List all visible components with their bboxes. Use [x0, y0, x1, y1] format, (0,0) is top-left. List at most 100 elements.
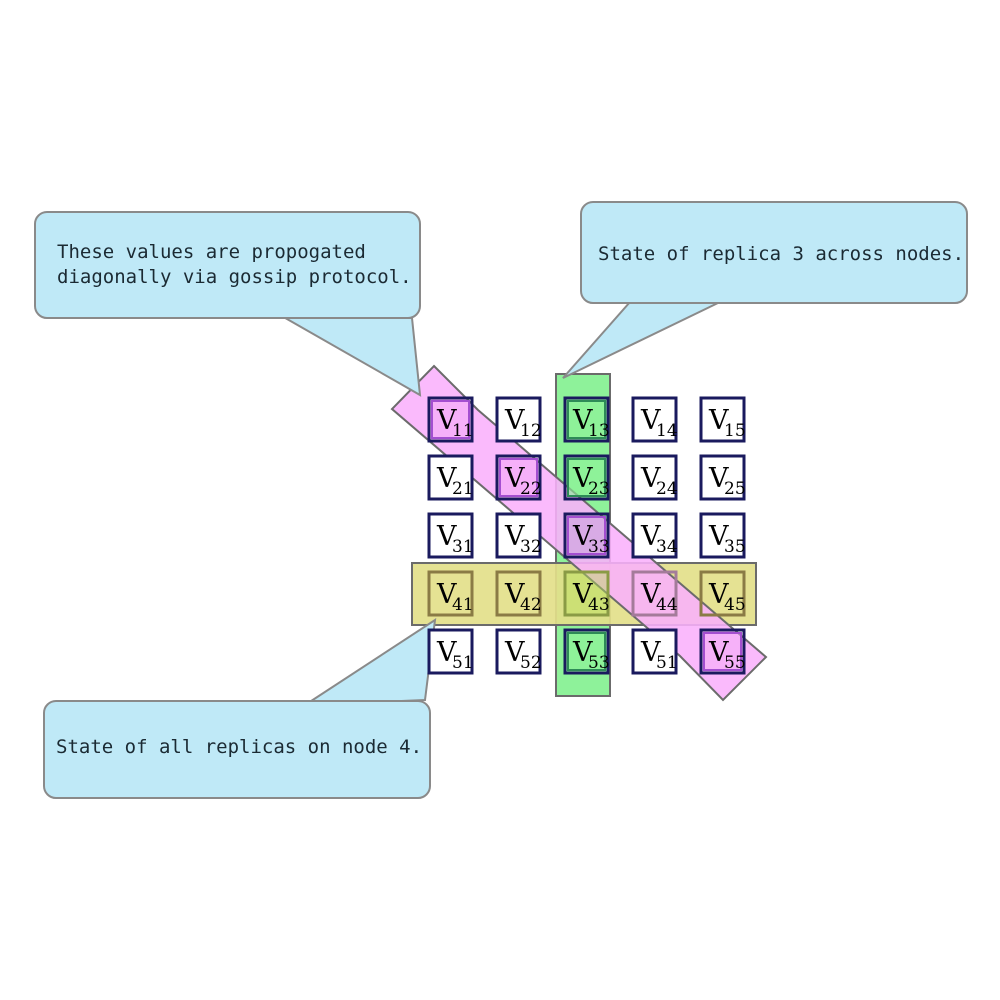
cell-symbol: V — [640, 405, 661, 436]
cell-v22[interactable]: V 22 — [495, 454, 542, 501]
cell-v14[interactable]: V 14 — [631, 396, 678, 443]
cell-subscript: 51 — [452, 653, 474, 673]
node-callout-line1: State of all replicas on node 4. — [56, 736, 422, 758]
cell-symbol: V — [436, 521, 457, 552]
cell-subscript: 53 — [588, 653, 610, 673]
cell-v42[interactable]: V 42 — [495, 570, 542, 617]
cell-v52[interactable]: V 52 — [495, 628, 542, 675]
cell-subscript: 13 — [588, 421, 610, 441]
cell-subscript: 32 — [520, 537, 542, 557]
cell-v43[interactable]: V 43 — [563, 570, 610, 617]
cell-subscript: 22 — [520, 479, 542, 499]
cell-subscript: 11 — [452, 421, 474, 441]
cell-symbol: V — [436, 579, 457, 610]
gossip-callout[interactable]: These values are propogated diagonally v… — [34, 211, 421, 319]
replica-grid: V 11 V 12 V 13 V 14 — [427, 396, 746, 675]
cell-v44[interactable]: V 44 — [631, 570, 678, 617]
grid-row: V 51 V 52 V 53 V 51 — [427, 628, 746, 675]
cell-v34[interactable]: V 34 — [631, 512, 678, 559]
cell-highlight-diagonal — [703, 632, 742, 671]
gossip-callout-line2: diagonally via gossip protocol. — [57, 266, 412, 288]
cell-v53[interactable]: V 53 — [563, 628, 610, 675]
node-callout-box — [43, 700, 431, 799]
cell-highlight-diagonal — [431, 400, 470, 439]
cell-symbol: V — [436, 405, 457, 436]
cell-subscript: 44 — [656, 595, 678, 615]
node-callout-tail — [301, 617, 437, 707]
cell-v24[interactable]: V 24 — [631, 454, 678, 501]
cell-symbol: V — [708, 579, 729, 610]
gossip-callout-tail — [279, 314, 422, 397]
cell-v21[interactable]: V 21 — [427, 454, 474, 501]
cell-symbol: V — [504, 521, 525, 552]
gossip-callout-line1: These values are propogated — [57, 241, 366, 263]
grid-row: V 21 V 22 V 23 V 24 — [427, 454, 746, 501]
cell-highlight-column — [567, 400, 606, 439]
cell-subscript: 42 — [520, 595, 542, 615]
cell-symbol: V — [572, 405, 593, 436]
cell-highlight-column — [567, 632, 606, 671]
cell-symbol: V — [708, 521, 729, 552]
cell-subscript: 15 — [724, 421, 746, 441]
gossip-callout-box — [34, 211, 421, 319]
replica-callout-box — [580, 201, 968, 304]
cell-subscript: 21 — [452, 479, 474, 499]
grid-row: V 41 V 42 V 43 V 44 — [427, 570, 746, 617]
cell-v32[interactable]: V 32 — [495, 512, 542, 559]
cell-v45[interactable]: V 45 — [699, 570, 746, 617]
cell-subscript: 55 — [724, 653, 746, 673]
cell-v23[interactable]: V 23 — [563, 454, 610, 501]
cell-symbol: V — [640, 637, 661, 668]
cell-highlight-diagonal — [631, 570, 678, 617]
cell-subscript: 35 — [724, 537, 746, 557]
cell-v25[interactable]: V 25 — [699, 454, 746, 501]
cell-v15[interactable]: V 15 — [699, 396, 746, 443]
cell-symbol: V — [504, 463, 525, 494]
cell-symbol: V — [640, 521, 661, 552]
cell-subscript: 45 — [724, 595, 746, 615]
replica-callout-line1: State of replica 3 across nodes. — [598, 243, 964, 265]
replica-callout-tail — [562, 301, 721, 379]
cell-symbol: V — [436, 463, 457, 494]
cell-symbol: V — [640, 463, 661, 494]
cell-subscript: 33 — [588, 537, 610, 557]
cell-v12[interactable]: V 12 — [495, 396, 542, 443]
replica-callout[interactable]: State of replica 3 across nodes. — [580, 201, 968, 304]
cell-symbol: V — [572, 521, 593, 552]
cell-symbol: V — [708, 405, 729, 436]
cell-v33[interactable]: V 33 — [563, 512, 610, 559]
grid-row: V 31 V 32 V 33 V 34 — [427, 512, 746, 559]
cell-subscript: 34 — [656, 537, 678, 557]
cell-subscript: 52 — [520, 653, 542, 673]
cell-subscript: 12 — [520, 421, 542, 441]
cell-v54[interactable]: V 51 — [631, 628, 678, 675]
cell-v35[interactable]: V 35 — [699, 512, 746, 559]
cell-highlight-diagonal — [567, 516, 606, 555]
callout-tails — [279, 301, 721, 707]
cell-v31[interactable]: V 31 — [427, 512, 474, 559]
cell-v55[interactable]: V 55 — [699, 628, 746, 675]
cell-subscript: 23 — [588, 479, 610, 499]
cell-v51[interactable]: V 51 — [427, 628, 474, 675]
cell-symbol: V — [708, 637, 729, 668]
cell-symbol: V — [436, 637, 457, 668]
cell-symbol: V — [572, 637, 593, 668]
node-callout[interactable]: State of all replicas on node 4. — [43, 700, 431, 799]
cell-symbol: V — [572, 579, 593, 610]
cell-symbol: V — [504, 637, 525, 668]
cell-symbol: V — [708, 463, 729, 494]
cell-subscript: 51 — [656, 653, 678, 673]
cell-symbol: V — [572, 463, 593, 494]
cell-subscript: 43 — [588, 595, 610, 615]
cell-highlight-diagonal — [499, 458, 538, 497]
cell-v13[interactable]: V 13 — [563, 396, 610, 443]
cell-subscript: 14 — [656, 421, 678, 441]
cell-symbol: V — [640, 579, 661, 610]
cell-highlight-column — [567, 458, 606, 497]
cell-v11[interactable]: V 11 — [427, 396, 474, 443]
grid-row: V 11 V 12 V 13 V 14 — [427, 396, 746, 443]
cell-symbol: V — [504, 579, 525, 610]
cell-v41[interactable]: V 41 — [427, 570, 474, 617]
